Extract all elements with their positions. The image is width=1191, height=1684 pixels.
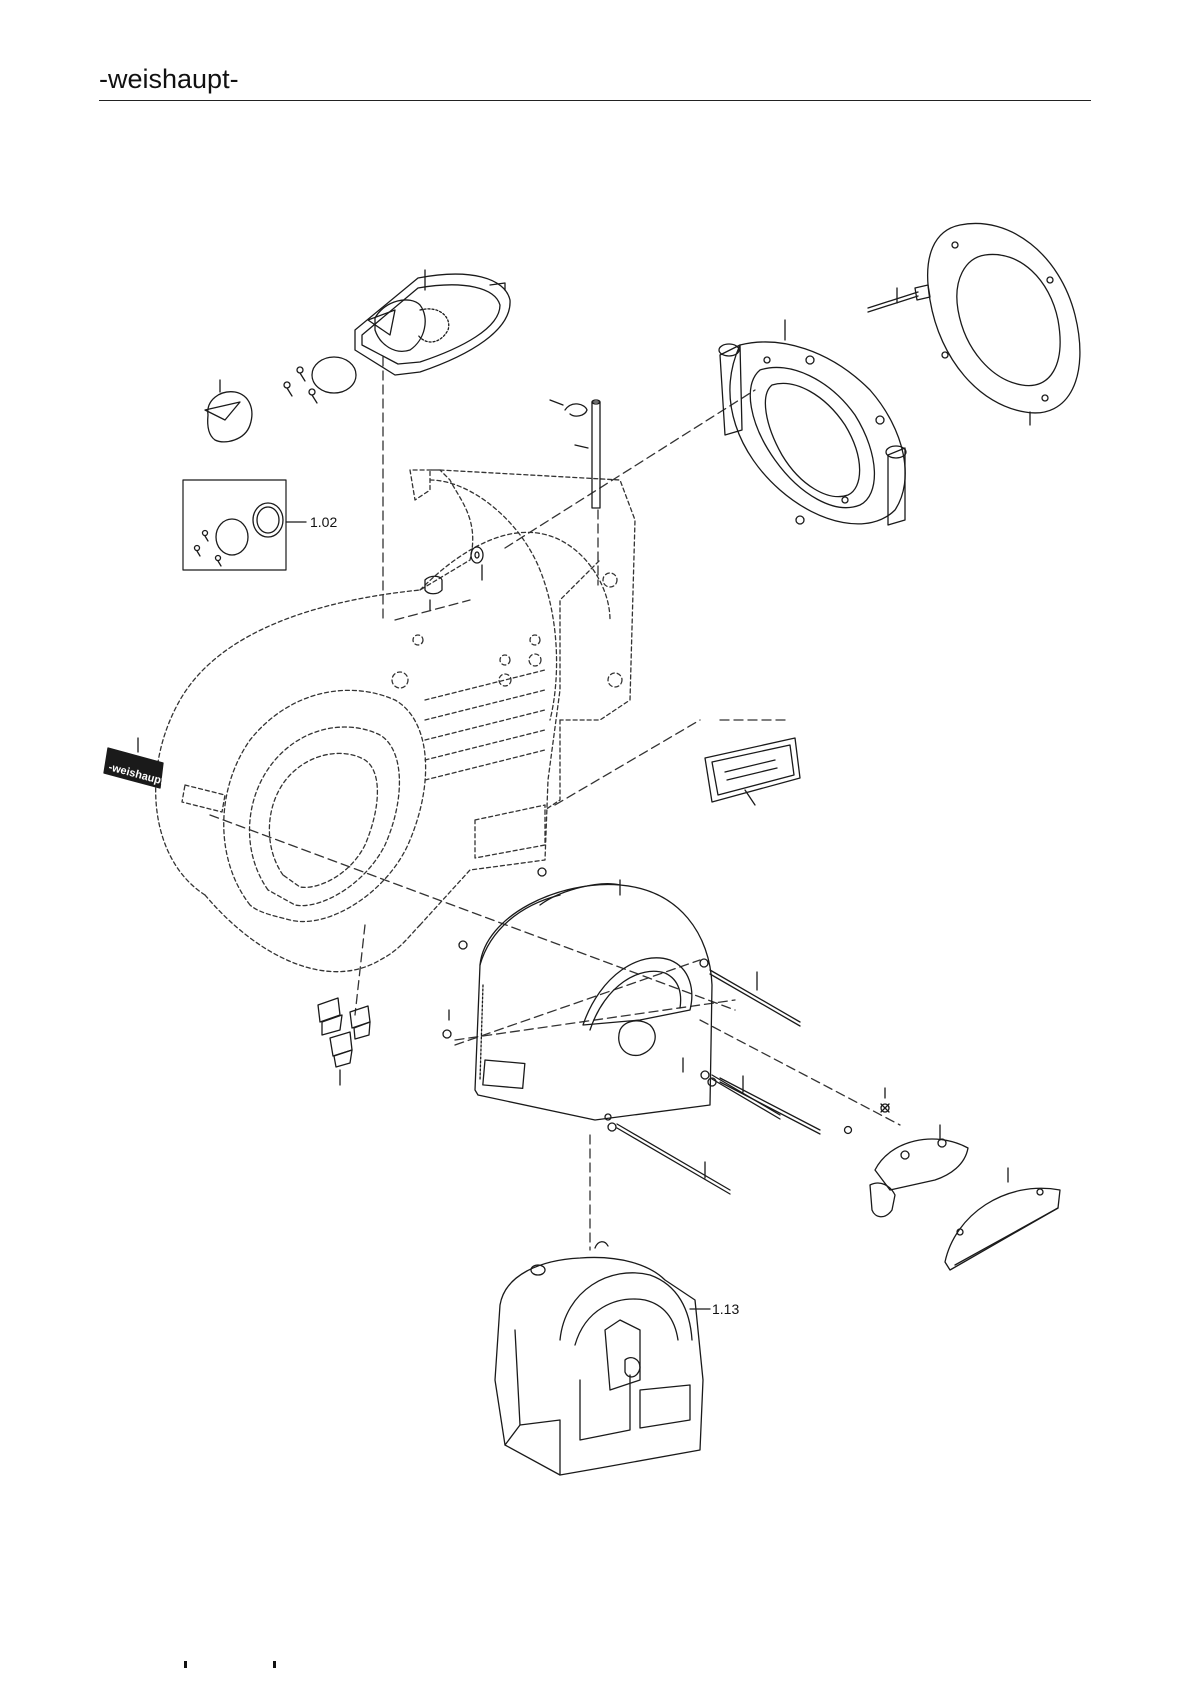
hinge-pin [550, 400, 600, 508]
cable-glands [318, 998, 370, 1085]
damper-half-disc [945, 1168, 1060, 1270]
burner-hood-113 [495, 1242, 710, 1475]
air-damper-part [870, 1125, 968, 1217]
washer [471, 547, 483, 580]
callout-113: 1.13 [712, 1301, 739, 1317]
callout-102: 1.02 [310, 514, 337, 530]
burner-flange [719, 320, 906, 525]
footer-mark-left [184, 1661, 187, 1668]
sight-glass-cap [205, 380, 252, 442]
cover-plate [705, 738, 800, 805]
star-nut [845, 1088, 890, 1134]
nameplate-badge: -weishaupt- [104, 738, 170, 789]
long-screws [443, 868, 820, 1194]
footer-mark-right [273, 1661, 276, 1668]
window-disc-with-screws [284, 357, 356, 403]
inspection-cover [355, 270, 510, 375]
flange-bolt [868, 285, 930, 312]
blower-housing [475, 880, 712, 1120]
subassembly-102 [183, 480, 306, 570]
burner-housing-outline [156, 470, 635, 972]
flange-gasket [928, 223, 1080, 425]
